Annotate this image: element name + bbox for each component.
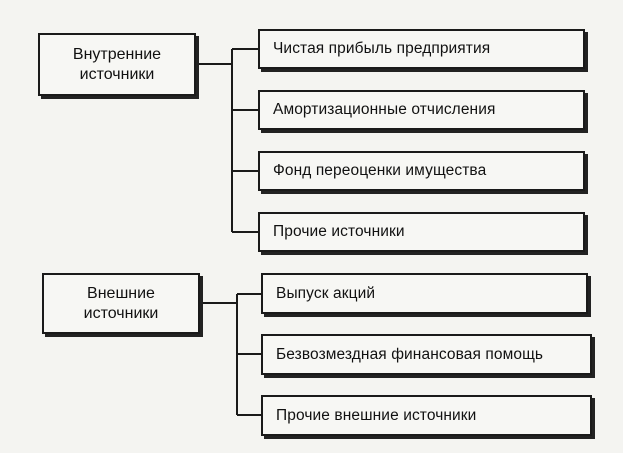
internal-item-label: Фонд переоценки имущества [273,162,487,179]
external-item-label: Выпуск акций [276,284,376,302]
internal-item-net-profit: Чистая прибыль предприятия [258,29,585,69]
internal-item-label: Амортизационные отчисления [273,101,496,118]
external-sources-title-line-1: Внешние [87,284,155,302]
internal-item-depreciation: Амортизационные отчисления [258,90,585,130]
external-item-share-issue: Выпуск акций [261,273,588,314]
external-item-other: Прочие внешние источники [261,395,592,436]
external-item-grant-aid: Безвозмездная финансовая помощь [261,334,592,375]
internal-item-other: Прочие источники [258,212,585,252]
internal-sources-title-line-1: Внутренние [72,45,162,63]
external-item-label: Безвозмездная финансовая помощь [276,345,544,363]
internal-item-revaluation-fund: Фонд переоценки имущества [258,151,585,191]
internal-sources-title-line-2: источники [79,65,155,83]
external-item-label: Прочие внешние источники [276,406,477,424]
external-sources-box: Внешние источники [42,273,200,334]
internal-item-label: Прочие источники [273,223,405,240]
internal-sources-box: Внутренние источники [38,33,196,96]
internal-item-label: Чистая прибыль предприятия [273,40,491,57]
external-sources-title-line-2: источники [83,304,159,322]
